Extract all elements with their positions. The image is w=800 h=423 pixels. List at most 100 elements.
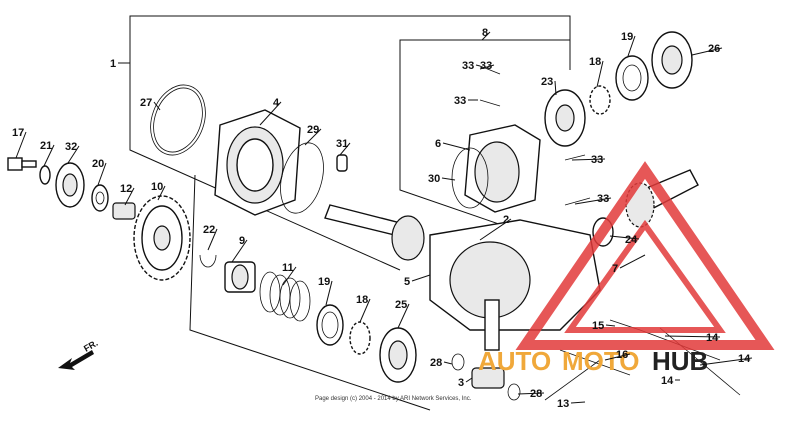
watermark-moto: MOTO bbox=[562, 346, 640, 376]
callout-8: 8 bbox=[482, 27, 488, 39]
callout-leader-3 bbox=[465, 377, 473, 383]
callout-14: 14 bbox=[706, 332, 719, 344]
callout-22: 22 bbox=[203, 224, 215, 236]
callout-21: 21 bbox=[40, 140, 52, 152]
callout-leader-30 bbox=[441, 177, 456, 181]
callout-28: 28 bbox=[430, 357, 442, 369]
callout-leader-21 bbox=[43, 144, 55, 167]
callout-leader-33 bbox=[574, 197, 612, 205]
watermark-hub: HUB bbox=[652, 346, 708, 376]
callout-30: 30 bbox=[428, 173, 440, 185]
callout-leader-10 bbox=[157, 185, 166, 201]
callout-leader-23 bbox=[554, 80, 557, 96]
front-direction-arrow bbox=[58, 350, 94, 370]
callout-leader-25 bbox=[397, 303, 410, 329]
part-bearing-32 bbox=[55, 162, 85, 208]
callout-6: 6 bbox=[435, 138, 441, 150]
callout-33: 33 bbox=[591, 154, 603, 166]
callout-33: 33 bbox=[454, 95, 466, 107]
callout-leader-28 bbox=[443, 361, 453, 365]
callout-33: 33 bbox=[462, 60, 474, 72]
callout-1: 1 bbox=[110, 58, 116, 70]
callout-leader-31 bbox=[339, 142, 351, 156]
direction-label: FR. bbox=[82, 338, 100, 354]
part-pin-31 bbox=[336, 154, 348, 172]
part-bearing-25 bbox=[379, 327, 417, 383]
part-ring-19-upper bbox=[615, 55, 649, 101]
callout-leader-16 bbox=[604, 353, 631, 361]
callout-16: 16 bbox=[616, 349, 628, 361]
part-o-ring-27 bbox=[150, 84, 206, 156]
part-cover-6 bbox=[464, 124, 541, 213]
callout-leader-14 bbox=[664, 335, 721, 338]
callout-leader-14 bbox=[699, 357, 753, 366]
part-o-ring-29 bbox=[280, 142, 324, 214]
callout-leader-22 bbox=[207, 228, 218, 251]
callout-leader-6 bbox=[442, 142, 471, 151]
part-gear-10 bbox=[133, 195, 191, 281]
callout-leader-12 bbox=[124, 187, 135, 206]
callout-leader-29 bbox=[304, 128, 322, 146]
callout-24: 24 bbox=[625, 234, 638, 246]
callout-33: 33 bbox=[480, 60, 492, 72]
part-nut-18-upper bbox=[589, 85, 611, 115]
callout-5: 5 bbox=[404, 276, 410, 288]
callout-10: 10 bbox=[151, 181, 163, 193]
callout-leader-13 bbox=[570, 401, 586, 404]
callout-leader-8 bbox=[481, 31, 491, 41]
callout-17: 17 bbox=[12, 127, 24, 139]
callout-leader-17 bbox=[15, 131, 27, 159]
callout-leader-20 bbox=[97, 162, 107, 186]
callout-18: 18 bbox=[356, 294, 368, 306]
callout-leader-11 bbox=[282, 266, 297, 286]
part-bearing-23 bbox=[544, 89, 586, 147]
callout-13: 13 bbox=[557, 398, 569, 410]
callout-leader-15 bbox=[605, 324, 616, 327]
part-circlip-22 bbox=[199, 254, 217, 268]
callout-28: 28 bbox=[530, 388, 542, 400]
callout-leader-19 bbox=[627, 35, 636, 57]
callout-19: 19 bbox=[318, 276, 330, 288]
callout-leader-19 bbox=[325, 280, 333, 306]
callout-leader-5 bbox=[411, 274, 431, 282]
callout-2: 2 bbox=[503, 214, 509, 226]
part-o-ring-30 bbox=[451, 147, 489, 209]
callout-18: 18 bbox=[589, 56, 601, 68]
callout-leader-4 bbox=[259, 101, 282, 126]
callout-leader-7 bbox=[619, 254, 646, 269]
copyright-text: Page design (c) 2004 - 2014 by ARI Netwo… bbox=[315, 396, 472, 402]
callout-27: 27 bbox=[140, 97, 152, 109]
callout-leader-27 bbox=[153, 101, 161, 111]
callout-layer: 1234567891011121314141415161718181919202… bbox=[12, 27, 753, 410]
callout-leader-33 bbox=[571, 158, 606, 161]
callout-23: 23 bbox=[541, 76, 553, 88]
callout-3: 3 bbox=[458, 377, 464, 389]
callout-9: 9 bbox=[239, 235, 245, 247]
callout-29: 29 bbox=[307, 124, 319, 136]
callout-leader-18 bbox=[359, 298, 371, 323]
callout-leader-2 bbox=[479, 218, 512, 241]
part-nut-18-lower bbox=[349, 321, 371, 355]
watermark-logo bbox=[515, 161, 775, 350]
callout-leader-18 bbox=[596, 60, 604, 88]
callout-leader-32 bbox=[67, 145, 80, 164]
callout-15: 15 bbox=[592, 320, 604, 332]
part-sleeve-9 bbox=[224, 261, 256, 293]
callout-leader-26 bbox=[691, 47, 723, 56]
part-shaft-5 bbox=[324, 204, 425, 261]
part-seal-26 bbox=[651, 31, 693, 89]
part-washer-20 bbox=[91, 184, 109, 212]
callout-leader-33 bbox=[479, 64, 495, 70]
watermark-auto: AUTO bbox=[478, 346, 551, 376]
callout-7: 7 bbox=[612, 263, 618, 275]
callout-32: 32 bbox=[65, 141, 77, 153]
part-washer-21 bbox=[39, 165, 51, 185]
part-spring-11 bbox=[259, 271, 311, 322]
part-bolt-17 bbox=[7, 157, 37, 171]
callout-12: 12 bbox=[120, 183, 132, 195]
callout-leader-24 bbox=[609, 235, 640, 240]
callout-20: 20 bbox=[92, 158, 104, 170]
callout-31: 31 bbox=[336, 138, 348, 150]
